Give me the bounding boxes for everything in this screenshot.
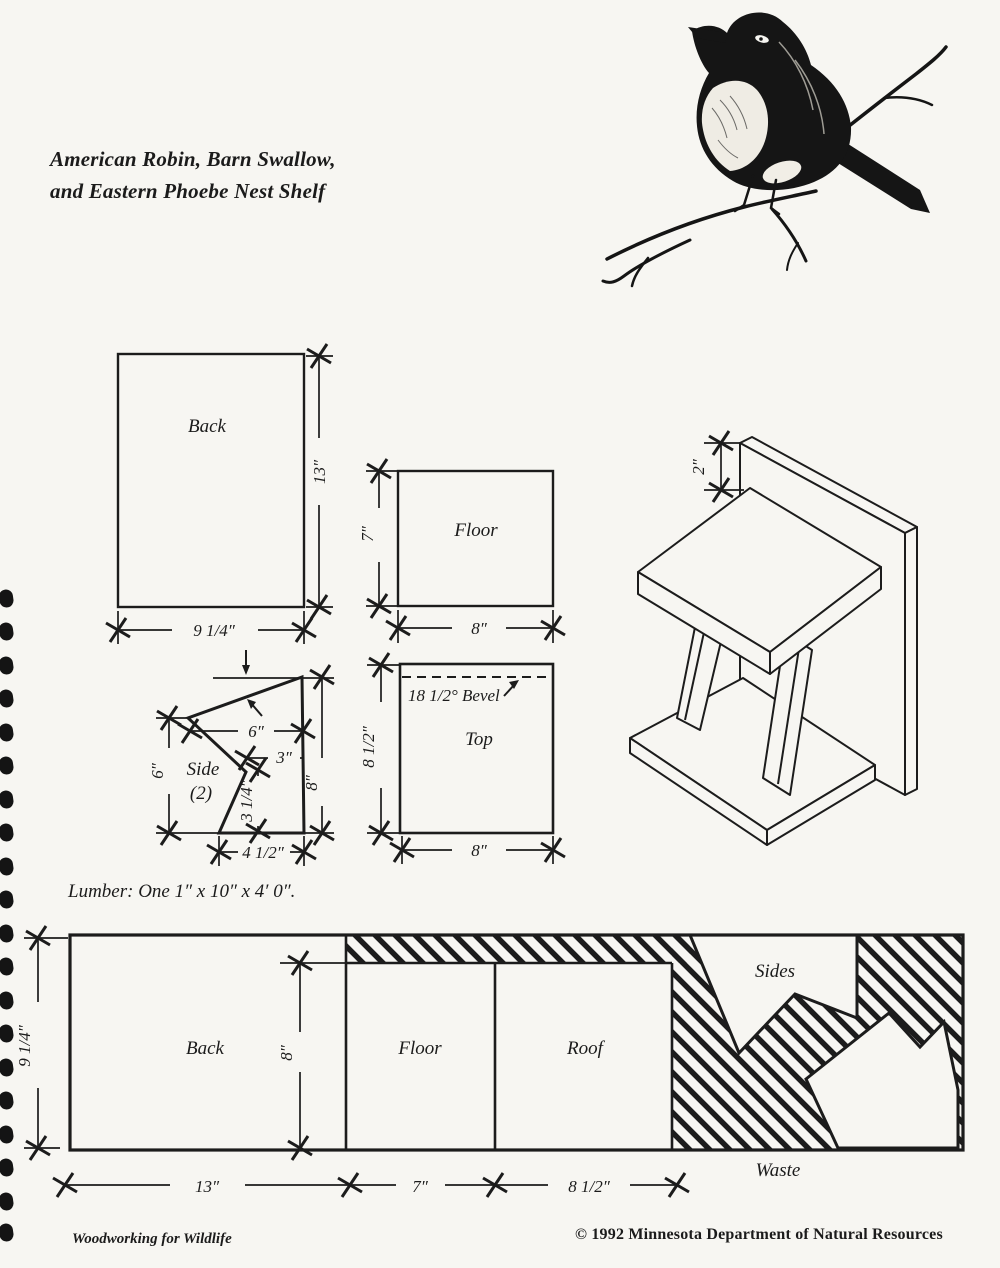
layout-dimension-lines bbox=[24, 937, 675, 1186]
back-label: Back bbox=[188, 416, 227, 437]
bird-belly-patch bbox=[762, 160, 802, 184]
top-outline bbox=[398, 662, 555, 835]
layout-back-label: Back bbox=[186, 1038, 225, 1059]
layout-board-height-dim: 9 1/4″ bbox=[15, 1024, 34, 1066]
page-title: American Robin, Barn Swallow, and Easter… bbox=[50, 144, 336, 207]
top-width-dim: 8″ bbox=[471, 841, 488, 860]
floor-outline bbox=[396, 469, 555, 608]
assembly-isometric: 2″ bbox=[629, 429, 918, 846]
back-height-dim: 13″ bbox=[310, 459, 329, 484]
lumber-note: Lumber: One 1″ x 10″ x 4′ 0″. bbox=[68, 881, 296, 902]
breast-hatching bbox=[711, 95, 748, 159]
floor-piece-diagram: Floor 7″ 8″ bbox=[358, 457, 567, 643]
floor-label: Floor bbox=[453, 520, 498, 541]
bird-pupil bbox=[759, 37, 763, 41]
cutting-layout-diagram: Back Floor Roof Sides Waste 9 1/4″ 8″ 13… bbox=[15, 924, 965, 1199]
layout-floor-label: Floor bbox=[397, 1038, 442, 1059]
iso-left-strut-edge bbox=[684, 622, 707, 721]
side-right-dim: 8″ bbox=[302, 774, 321, 791]
layout-inner-height-dim: 8″ bbox=[277, 1044, 296, 1061]
floor-width-dim: 8″ bbox=[471, 619, 488, 638]
bevel-pointer-arrows bbox=[242, 650, 263, 717]
page-title-line1: American Robin, Barn Swallow, bbox=[50, 147, 336, 171]
footer-book-title: Woodworking for Wildlife bbox=[72, 1231, 232, 1247]
back-piece-diagram: Back 13″ 9 1/4″ bbox=[104, 342, 333, 644]
layout-back-width-dim: 13″ bbox=[195, 1177, 220, 1196]
side-bottom-dim: 4 1/2″ bbox=[242, 843, 284, 862]
iso-right-strut-edge bbox=[777, 641, 801, 785]
bird-illustration bbox=[601, 12, 948, 288]
side-left-dim: 6″ bbox=[148, 762, 167, 779]
waste-strip-hatch bbox=[346, 935, 690, 963]
side-top-dim: 6″ bbox=[248, 722, 265, 741]
back-outline bbox=[116, 352, 306, 609]
floor-height-dim: 7″ bbox=[358, 525, 377, 542]
layout-floor-width-dim: 7″ bbox=[412, 1177, 429, 1196]
top-dimension-lines bbox=[367, 664, 554, 864]
iso-back-side-edge bbox=[904, 526, 918, 796]
wing-feather-lines bbox=[778, 41, 825, 135]
board-outline bbox=[68, 933, 965, 1152]
top-label: Top bbox=[465, 729, 493, 750]
top-piece-diagram: 18 1/2° Bevel Top 8 1/2″ 8″ bbox=[359, 651, 567, 864]
iso-roof-front-right bbox=[769, 566, 882, 675]
bevel-arrow bbox=[503, 680, 519, 697]
bird-legs bbox=[733, 174, 781, 216]
layout-roof-label: Roof bbox=[566, 1038, 606, 1059]
side-piece-diagram: Side (2) 6″ 6″ 3″ 3 1/4″ 8″ 4 1/2″ bbox=[148, 650, 336, 866]
assembly-back-top-dim: 2″ bbox=[689, 458, 708, 475]
side-qty: (2) bbox=[190, 783, 212, 804]
layout-side-piece-b bbox=[804, 1010, 960, 1150]
bird-beak bbox=[688, 27, 728, 43]
side-label: Side bbox=[187, 759, 220, 780]
layout-waste-label: Waste bbox=[756, 1160, 801, 1181]
spiral-binding bbox=[0, 588, 15, 1243]
branches bbox=[601, 45, 948, 288]
back-width-dim: 9 1/4″ bbox=[193, 621, 235, 640]
page-title-line2: and Eastern Phoebe Nest Shelf bbox=[50, 178, 326, 203]
layout-sides-label: Sides bbox=[755, 961, 795, 982]
bird-breast bbox=[701, 80, 769, 171]
side-outline bbox=[185, 674, 306, 835]
side-notch-height-dim: 3 1/4″ bbox=[237, 779, 256, 822]
layout-roof-width-dim: 8 1/2″ bbox=[568, 1177, 610, 1196]
iso-floor-right bbox=[766, 764, 876, 846]
footer-copyright: © 1992 Minnesota Department of Natural R… bbox=[575, 1226, 943, 1243]
side-notch-depth-dim: 3″ bbox=[275, 748, 293, 767]
top-height-dim: 8 1/2″ bbox=[359, 725, 378, 767]
bevel-note: 18 1/2° Bevel bbox=[408, 686, 500, 705]
